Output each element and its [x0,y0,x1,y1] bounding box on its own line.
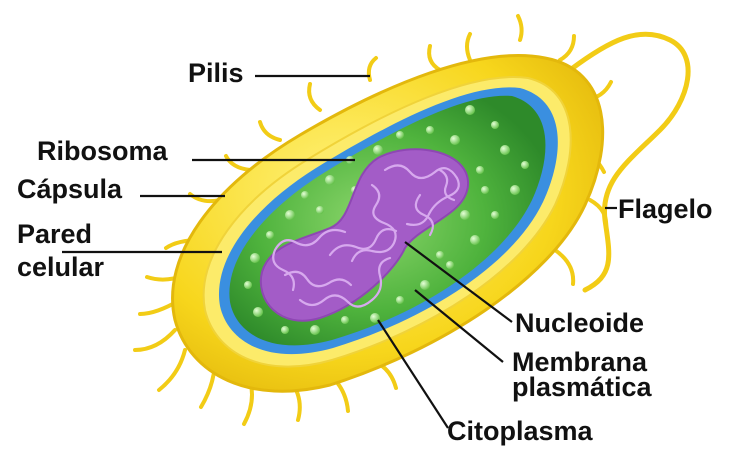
label-membrana-line1: Membrana [512,347,648,377]
label-capsula: Cápsula [17,174,123,204]
label-ribosoma: Ribosoma [37,136,168,166]
label-citoplasma: Citoplasma [447,416,593,446]
label-membrana-line2: plasmática [512,372,652,402]
leader-lines [62,74,617,429]
label-nucleoide: Nucleoide [515,308,645,338]
leader-membrana [414,289,504,363]
leader-citoplasma [377,319,449,429]
label-pared-celular: Pared celular [17,219,105,282]
label-pared-line1: Pared [17,219,93,249]
leader-nucleoide [404,241,513,323]
flagellum [567,31,691,293]
label-flagelo: Flagelo [618,194,713,224]
label-pilis: Pilis [188,58,244,88]
label-pared-line2: celular [17,252,105,282]
ribosomes-group [244,105,529,335]
label-membrana-plasmatica: Membrana plasmática [512,347,652,402]
nucleoid-dna-strands [272,164,460,308]
nucleoid [259,148,470,322]
